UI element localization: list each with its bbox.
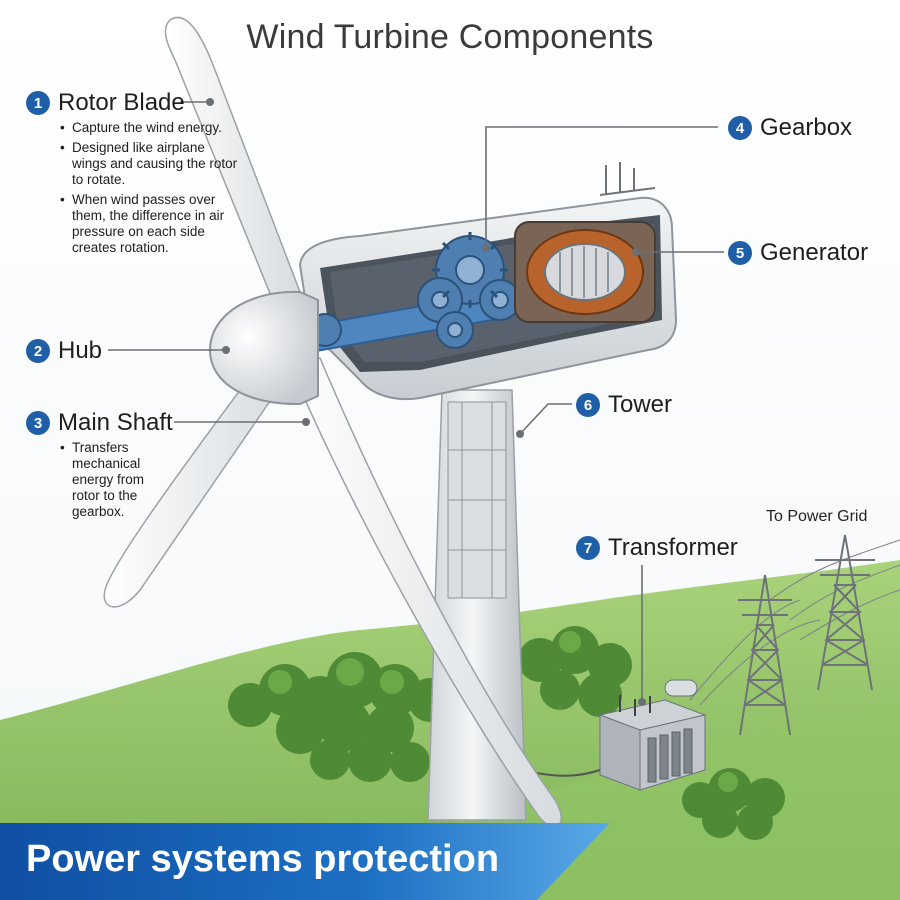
number-badge: 7 [576,536,600,560]
component-name: Hub [58,337,103,364]
note-item: Transfers mechanical energy from rotor t… [60,440,160,520]
generator-unit [514,221,656,323]
number-badge: 5 [728,241,752,265]
component-name: Tower [608,391,673,418]
label-rotor-blade: 1 Rotor Blade [26,89,185,117]
number-badge: 3 [26,411,50,435]
component-name: Generator [760,239,869,266]
label-main-shaft: 3 Main Shaft [26,409,173,437]
label-transformer: 7 Transformer [576,534,738,562]
component-name: Gearbox [760,114,853,141]
number-badge: 4 [728,116,752,140]
hub [208,290,319,406]
note-item: Capture the wind energy. [60,120,240,136]
diagram-title: Wind Turbine Components [246,18,654,56]
component-name: Transformer [608,534,738,561]
component-name: Rotor Blade [58,89,185,116]
label-hub: 2 Hub [26,337,102,365]
banner-text: Power systems protection [26,838,500,880]
pylon-right [815,534,875,691]
number-badge: 6 [576,393,600,417]
component-name: Main Shaft [58,409,173,436]
rotor-blade-left [103,348,291,608]
bottom-banner [0,823,610,900]
number-badge: 2 [26,339,50,363]
label-gearbox: 4 Gearbox [728,114,852,142]
note-item: Designed like airplane wings and causing… [60,140,240,188]
pylon-left [738,574,792,736]
rotor-blade-notes: Capture the wind energy. Designed like a… [60,120,240,260]
note-item: When wind passes over them, the differen… [60,192,240,256]
label-tower: 6 Tower [576,391,672,419]
power-grid-label: To Power Grid [766,508,868,525]
main-shaft-notes: Transfers mechanical energy from rotor t… [60,440,160,524]
label-generator: 5 Generator [728,239,868,267]
number-badge: 1 [26,91,50,115]
